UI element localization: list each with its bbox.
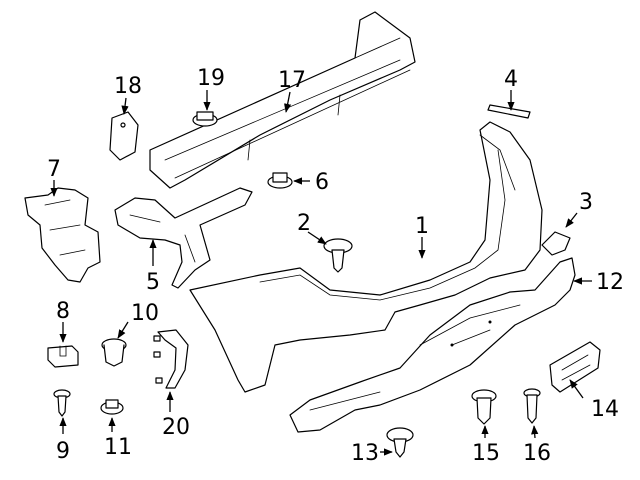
leader-3 (565, 212, 578, 228)
part-4-strip (487, 104, 531, 119)
callout-7: 7 (47, 157, 61, 182)
part-1-bumper-cover (189, 121, 543, 393)
part-6-nut (267, 172, 293, 189)
part-13-push-clip (386, 427, 414, 458)
leader-14 (569, 379, 584, 399)
callout-2: 2 (297, 211, 311, 236)
callout-8: 8 (56, 299, 70, 324)
part-7-side-bracket (24, 187, 101, 283)
part-10-grommet (101, 338, 127, 367)
callout-19: 19 (197, 66, 225, 91)
leader-18 (121, 97, 129, 115)
part-11-nut (100, 399, 124, 415)
part-16-screw (523, 388, 541, 424)
callout-6: 6 (315, 170, 329, 195)
callout-3: 3 (579, 190, 593, 215)
leader-16 (531, 425, 539, 439)
part-20-bracket (153, 329, 189, 389)
leader-lines (50, 90, 592, 456)
callout-14: 14 (591, 397, 619, 422)
callout-13: 13 (351, 441, 379, 466)
part-15-screw (471, 389, 497, 425)
part-12-lower-diffuser (289, 257, 576, 433)
callout-5: 5 (146, 270, 160, 295)
callout-1: 1 (415, 214, 429, 239)
callout-17: 17 (278, 68, 306, 93)
callout-15: 15 (472, 441, 500, 466)
part-3-clip (541, 231, 571, 256)
callout-12: 12 (596, 270, 624, 295)
callout-11: 11 (104, 435, 132, 460)
callout-20: 20 (162, 415, 190, 440)
callout-16: 16 (523, 441, 551, 466)
part-9-screw (53, 389, 71, 417)
callout-4: 4 (504, 67, 518, 92)
leader-17 (284, 91, 292, 113)
callout-10: 10 (131, 301, 159, 326)
part-5-mounting-bracket (114, 187, 253, 289)
part-14-plate (549, 341, 601, 393)
callout-9: 9 (56, 439, 70, 464)
leader-10 (117, 321, 129, 339)
part-19-nut (192, 111, 218, 127)
callout-18: 18 (114, 74, 142, 99)
part-2-push-clip (323, 238, 353, 273)
part-18-plate (109, 111, 139, 161)
callout-labels: 1 2 3 4 5 6 7 8 9 10 11 12 13 14 15 16 1… (47, 66, 624, 466)
part-17-reinforcement-bar (149, 11, 416, 189)
part-8-clip (47, 345, 79, 368)
leader-2 (307, 231, 327, 245)
